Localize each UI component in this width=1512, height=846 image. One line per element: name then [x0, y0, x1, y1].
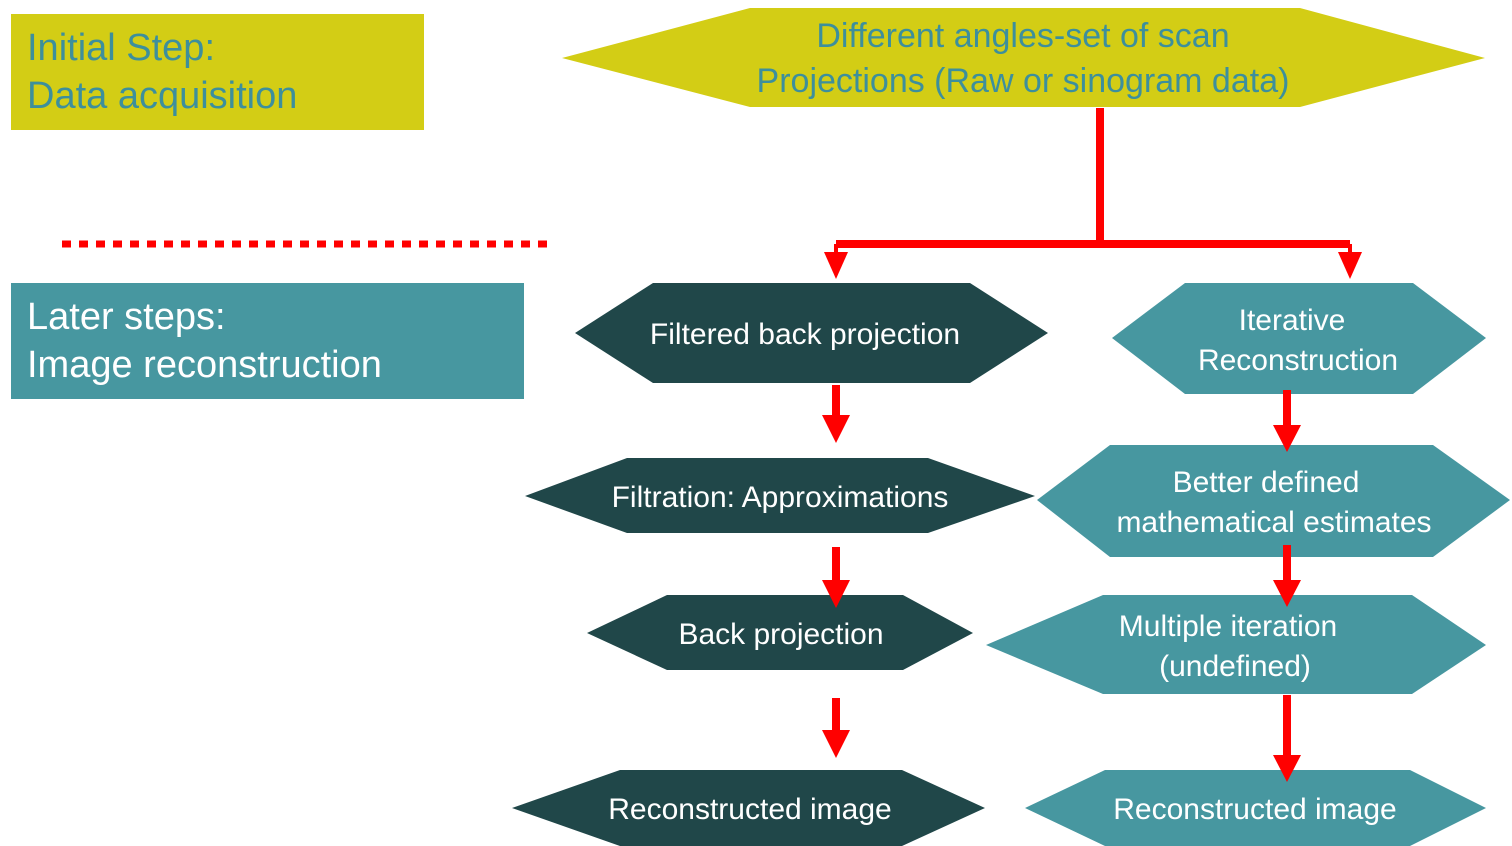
multiple-iteration-node-shape [986, 595, 1486, 694]
fbp-arrow-3-icon [822, 730, 850, 758]
iterative-node-shape [1112, 283, 1486, 394]
fbp-result-node-label: Reconstructed image [608, 793, 891, 826]
iterative-node-line2: Reconstruction [1198, 344, 1398, 377]
initial-step-box: Initial Step: Data acquisition [11, 14, 424, 130]
estimates-node-line1: Better defined [1173, 466, 1360, 499]
back-projection-node-shape [587, 595, 973, 670]
back-projection-node-label: Back projection [678, 618, 883, 651]
iterative-result-node-label: Reconstructed image [1113, 793, 1396, 826]
fbp-arrow-2-icon [822, 580, 850, 608]
estimates-node-shape [1037, 445, 1510, 557]
iterative-result-node-shape [1025, 770, 1486, 846]
fbp-arrow-1-icon [822, 415, 850, 443]
top-node-shape [562, 8, 1485, 107]
top-node-line1: Different angles-set of scan [816, 17, 1229, 55]
iter-arrow-2-icon [1273, 580, 1301, 607]
later-steps-title: Later steps: [27, 296, 226, 338]
arrow-to-fbp-icon [824, 252, 848, 279]
fbp-result-node-shape [512, 770, 985, 846]
later-steps-box: Later steps: Image reconstruction [11, 283, 524, 399]
iter-arrow-1-icon [1273, 425, 1301, 452]
multiple-iteration-node-line1: Multiple iteration [1119, 610, 1337, 643]
fbp-node-shape [575, 283, 1048, 383]
initial-step-subtitle: Data acquisition [27, 75, 298, 117]
later-steps-subtitle: Image reconstruction [27, 344, 382, 386]
arrow-to-iterative-icon [1338, 252, 1362, 279]
iter-arrow-3-icon [1273, 755, 1301, 782]
filtration-node-shape [525, 458, 1035, 533]
estimates-node-line2: mathematical estimates [1116, 506, 1431, 539]
top-node-line2: Projections (Raw or sinogram data) [757, 62, 1290, 100]
iterative-node-line1: Iterative [1239, 304, 1346, 337]
multiple-iteration-node-line2: (undefined) [1159, 650, 1311, 683]
fbp-node-label: Filtered back projection [650, 318, 960, 351]
initial-step-title: Initial Step: [27, 27, 215, 69]
filtration-node-label: Filtration: Approximations [612, 481, 949, 514]
